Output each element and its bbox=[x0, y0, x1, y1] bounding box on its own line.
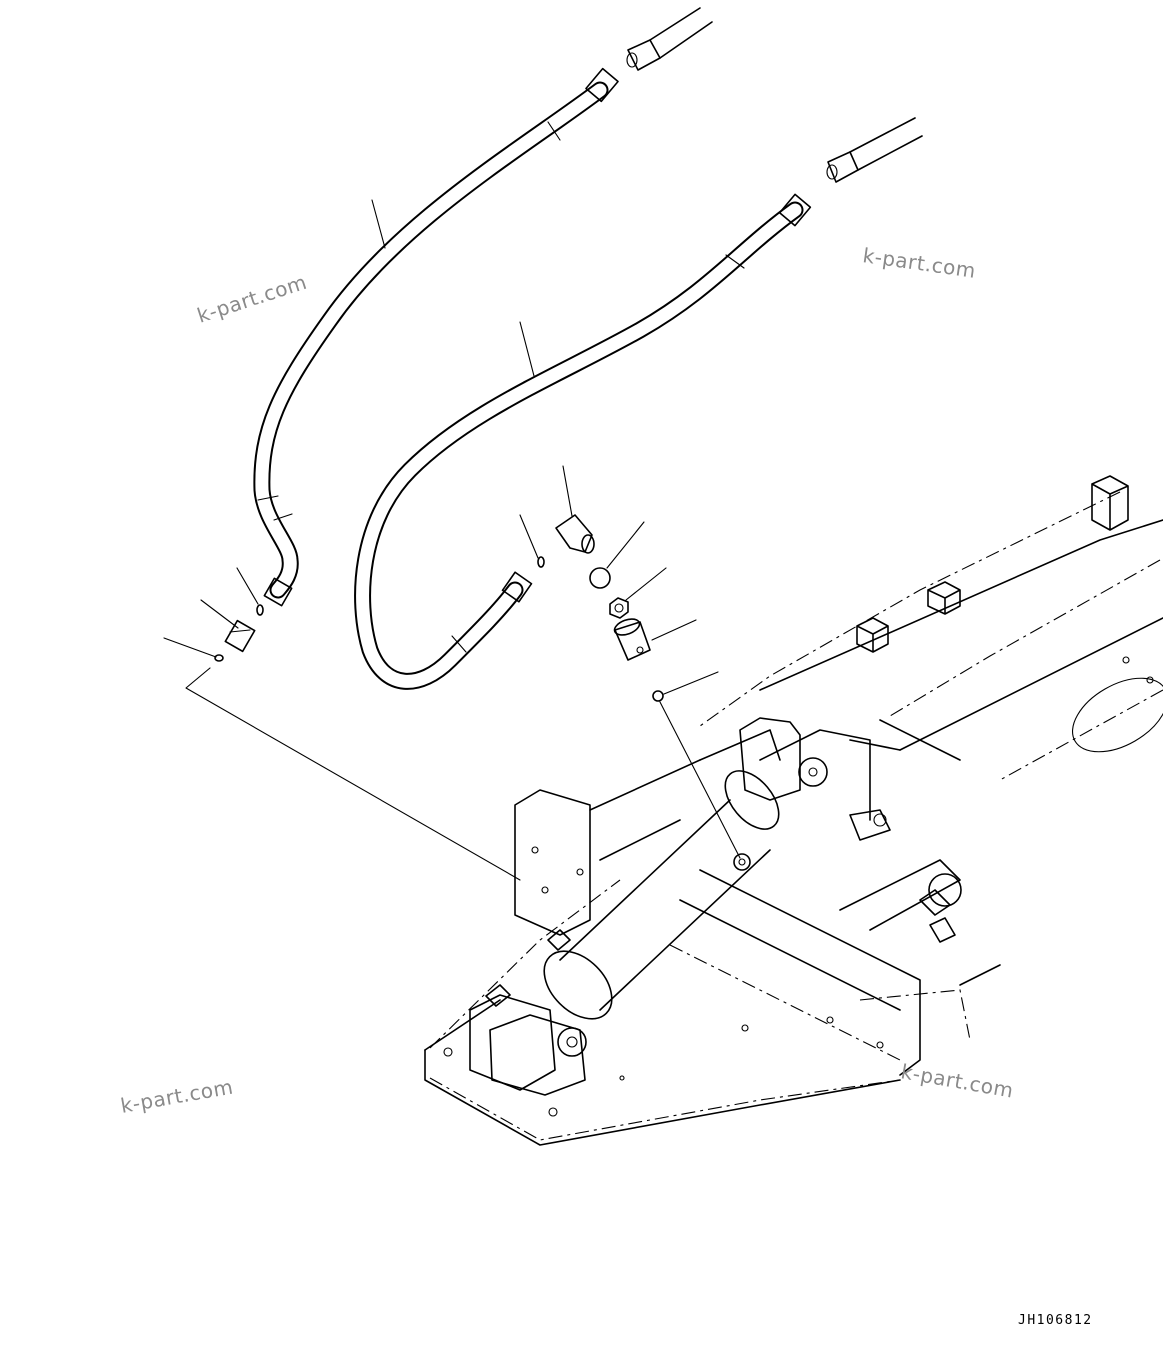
o-ring-mid[interactable] bbox=[256, 604, 264, 616]
o-ring-large[interactable] bbox=[589, 567, 611, 589]
leader-fitting-body bbox=[651, 619, 697, 641]
drawing-code: JH106812 bbox=[1018, 1313, 1093, 1328]
o-ring-small[interactable] bbox=[652, 690, 664, 702]
leader-to-fitting-port bbox=[659, 701, 741, 859]
watermark-1: k-part.com bbox=[194, 270, 310, 328]
nut[interactable] bbox=[609, 597, 629, 619]
leader-elbow bbox=[562, 465, 573, 517]
grease-fitting-body[interactable] bbox=[612, 616, 651, 661]
existing-hose-stub-right bbox=[826, 117, 923, 183]
hose-a[interactable] bbox=[253, 67, 619, 607]
watermark-2: k-part.com bbox=[861, 243, 977, 283]
frame-assembly bbox=[424, 475, 1163, 1146]
hose-b[interactable] bbox=[354, 193, 812, 690]
leader-o-ring-upper bbox=[519, 514, 539, 559]
union-fitting[interactable] bbox=[224, 619, 256, 653]
leader-union-fitting bbox=[200, 599, 239, 629]
leader-o-ring-large bbox=[606, 521, 645, 569]
leader-to-cylinder bbox=[185, 667, 521, 881]
leader-o-ring-small bbox=[663, 671, 719, 695]
o-ring-left[interactable] bbox=[214, 654, 224, 662]
leader-o-ring-mid bbox=[236, 567, 259, 605]
leader-hose-b bbox=[519, 321, 535, 377]
leader-o-ring-left bbox=[163, 637, 217, 658]
elbow-fitting[interactable] bbox=[555, 514, 595, 554]
leader-nut bbox=[625, 567, 667, 601]
watermark-3: k-part.com bbox=[119, 1075, 235, 1118]
watermark-4: k-part.com bbox=[899, 1059, 1015, 1102]
o-ring-small-upper[interactable] bbox=[537, 556, 545, 568]
existing-hose-stub-top bbox=[626, 7, 713, 71]
leader-hose-a bbox=[371, 199, 386, 249]
